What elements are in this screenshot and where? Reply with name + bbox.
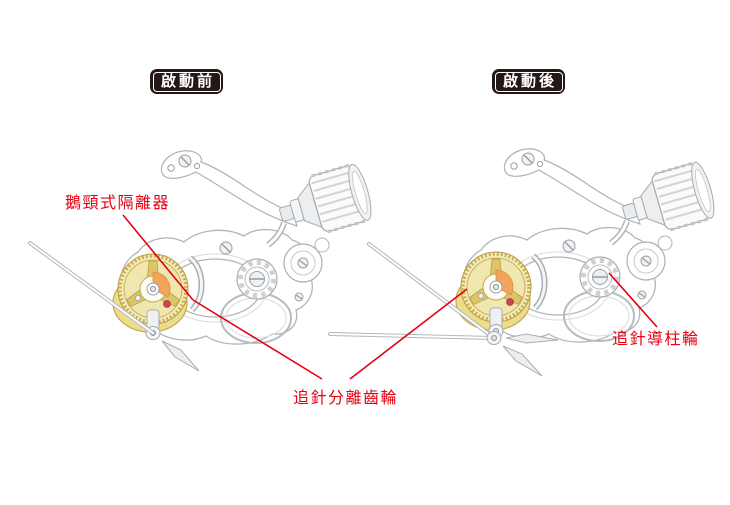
chronograph-mechanism-after xyxy=(456,149,719,342)
leader-line-columnwheel xyxy=(608,272,658,328)
leader-lines xyxy=(122,214,658,380)
chronograph-mechanism-before xyxy=(113,151,376,344)
leader-line-gooseneck xyxy=(122,214,194,301)
callout-split-seconds-separation-wheel: 追針分離齒輪 xyxy=(293,390,399,407)
chrono-hands-before xyxy=(28,241,200,372)
callout-gooseneck-isolator: 鵝頸式隔離器 xyxy=(65,195,171,212)
badge-after-start: 啟動後 xyxy=(492,69,566,94)
badge-before-start: 啟動前 xyxy=(150,69,224,94)
leader-line-splitgear-right xyxy=(349,288,468,380)
leader-line-splitgear-left xyxy=(192,299,323,380)
callout-split-seconds-column-wheel: 追針導柱輪 xyxy=(612,331,700,348)
chrono-hands-after xyxy=(328,242,559,377)
